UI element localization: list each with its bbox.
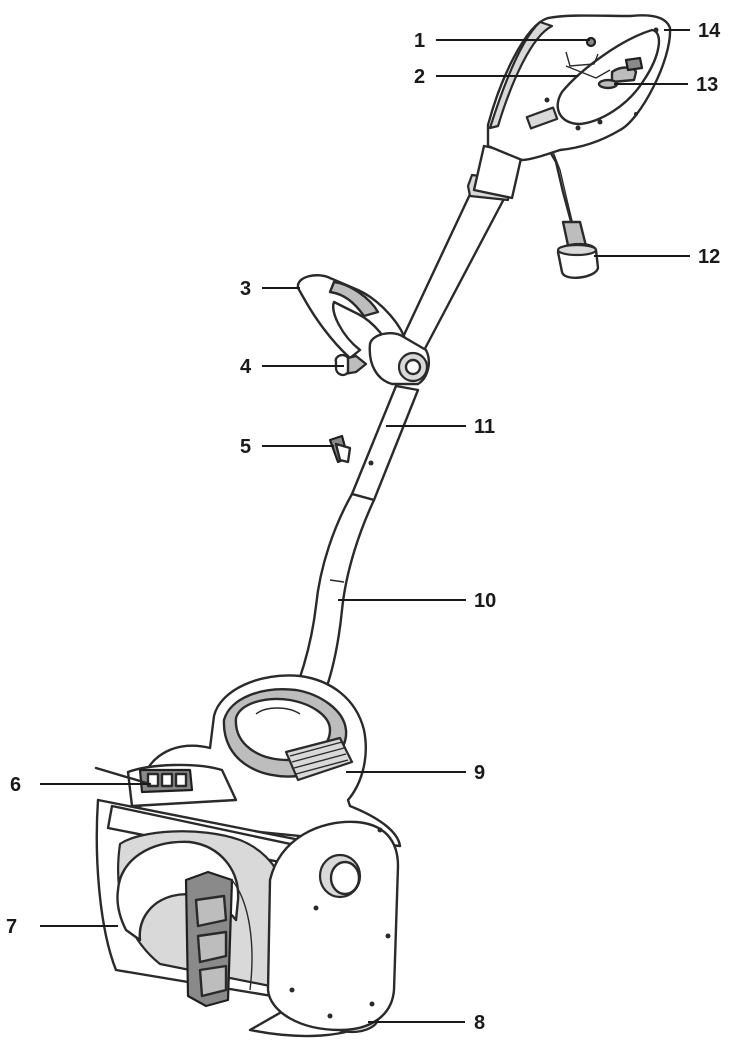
power-cord-plug <box>547 148 600 279</box>
auger-scoop <box>95 798 302 1008</box>
main-handle <box>486 14 672 162</box>
callout-11: 11 <box>474 416 495 438</box>
callout-8: 8 <box>474 1012 485 1034</box>
callout-5: 5 <box>240 436 251 458</box>
callout-14: 14 <box>698 20 721 42</box>
motor-housing <box>94 674 402 848</box>
upper-shaft <box>394 144 524 360</box>
callout-12: 12 <box>698 246 720 268</box>
callout-6: 6 <box>10 774 21 796</box>
callout-7: 7 <box>6 916 17 938</box>
side-panel-wheel <box>248 820 400 1038</box>
callout-1: 1 <box>414 30 425 52</box>
leader-lines <box>40 29 690 1023</box>
callout-9: 9 <box>474 762 485 784</box>
middle-shaft <box>328 384 420 502</box>
callout-numbers: 1 2 3 4 5 6 7 8 9 10 11 12 13 14 <box>6 20 721 1034</box>
callout-2: 2 <box>414 66 425 88</box>
callout-10: 10 <box>474 590 496 612</box>
callout-4: 4 <box>240 356 252 378</box>
callout-3: 3 <box>240 278 251 300</box>
callout-13: 13 <box>696 74 718 96</box>
